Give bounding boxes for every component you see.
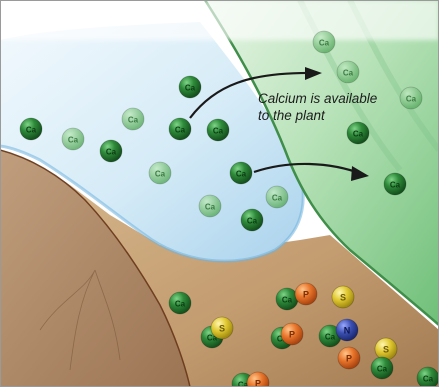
calcium-ion: Ca <box>169 292 191 314</box>
sulfur-ion-label: S <box>340 293 346 303</box>
phosphorus-ion: P <box>295 283 317 305</box>
calcium-ion: Ca <box>149 162 171 184</box>
phosphorus-ion-label: P <box>289 330 295 340</box>
calcium-ion: Ca <box>20 118 42 140</box>
nitrogen-ion: N <box>336 319 358 341</box>
phosphorus-ion-label: P <box>255 379 261 387</box>
calcium-ion: Ca <box>371 357 393 379</box>
sulfur-ion: S <box>375 338 397 360</box>
calcium-ion-label: Ca <box>175 126 186 135</box>
sulfur-ion-label: S <box>383 345 389 355</box>
sulfur-ion-label: S <box>219 324 225 334</box>
calcium-ion-label: Ca <box>377 365 388 374</box>
calcium-ion-label: Ca <box>185 84 196 93</box>
sulfur-ion: S <box>211 317 233 339</box>
nitrogen-ion-label: N <box>344 326 351 336</box>
calcium-ion: Ca <box>199 195 221 217</box>
calcium-ion: Ca <box>169 118 191 140</box>
calcium-ion: Ca <box>122 108 144 130</box>
calcium-ion: Ca <box>347 122 369 144</box>
calcium-ion: Ca <box>337 61 359 83</box>
calcium-ion-label: Ca <box>353 130 364 139</box>
calcium-ion: Ca <box>207 119 229 141</box>
phosphorus-ion-label: P <box>303 290 309 300</box>
sulfur-ion: S <box>332 286 354 308</box>
calcium-ion: Ca <box>266 186 288 208</box>
calcium-ion: Ca <box>276 288 298 310</box>
calcium-ion: Ca <box>62 128 84 150</box>
calcium-ion-label: Ca <box>68 136 79 145</box>
calcium-ion-label: Ca <box>343 69 354 78</box>
calcium-ion-label: Ca <box>236 170 247 179</box>
calcium-ion: Ca <box>179 76 201 98</box>
calcium-ion: Ca <box>384 173 406 195</box>
calcium-ion-label: Ca <box>272 194 283 203</box>
calcium-ion: Ca <box>313 31 335 53</box>
calcium-ion-label: Ca <box>26 126 37 135</box>
calcium-ion: Ca <box>241 209 263 231</box>
calcium-ion-label: Ca <box>175 300 186 309</box>
calcium-ion: Ca <box>417 367 439 387</box>
calcium-ion-label: Ca <box>282 296 293 305</box>
calcium-ion-label: Ca <box>155 170 166 179</box>
caption-line-1: Calcium is available <box>258 90 428 107</box>
phosphorus-ion: P <box>338 347 360 369</box>
calcium-ion-label: Ca <box>325 333 336 342</box>
calcium-ion-label: Ca <box>247 217 258 226</box>
calcium-ion-label: Ca <box>128 116 139 125</box>
phosphorus-ion: P <box>281 323 303 345</box>
calcium-ion-label: Ca <box>319 39 330 48</box>
calcium-ion-label: Ca <box>423 375 434 384</box>
phosphorus-ion-label: P <box>346 354 352 364</box>
calcium-ion-label: Ca <box>106 148 117 157</box>
top-fade <box>0 0 439 40</box>
calcium-ion: Ca <box>230 162 252 184</box>
calcium-ion: Ca <box>100 140 122 162</box>
caption-line-2: to the plant <box>258 107 428 124</box>
caption: Calcium is available to the plant <box>258 90 428 124</box>
calcium-ion-label: Ca <box>213 127 224 136</box>
calcium-ion-label: Ca <box>390 181 401 190</box>
calcium-ion-label: Ca <box>205 203 216 212</box>
